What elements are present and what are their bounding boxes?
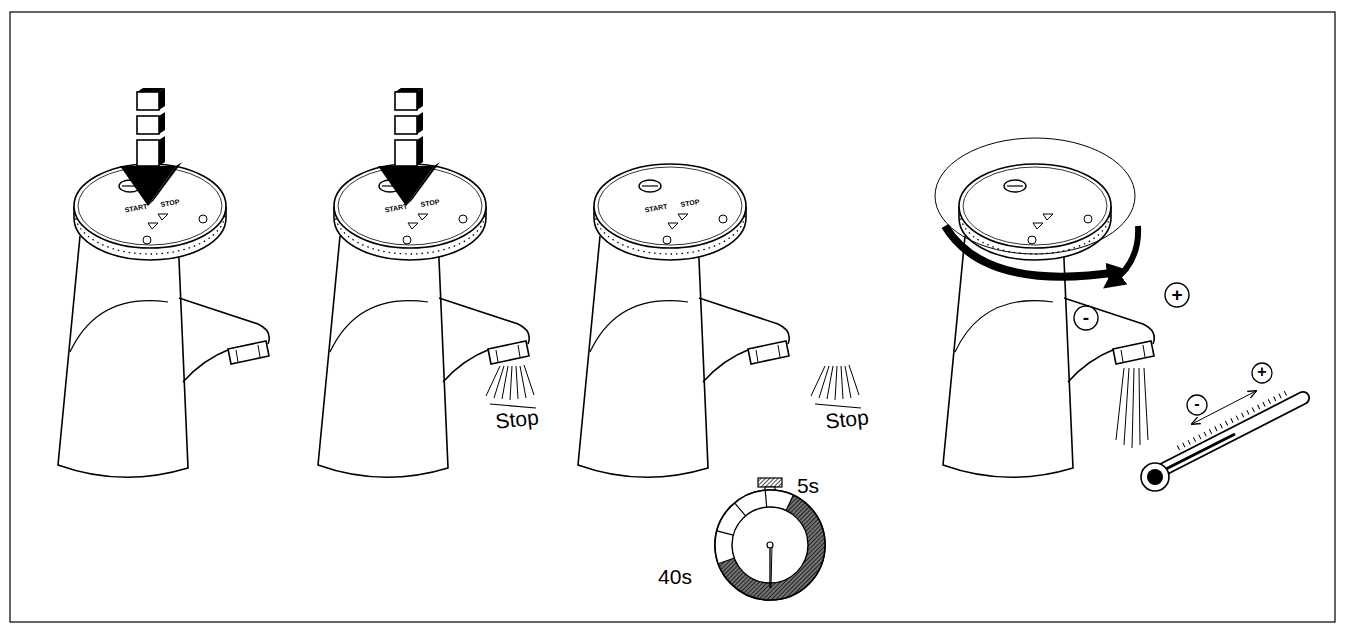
cap-marking: STOP bbox=[420, 198, 440, 208]
sign-label: - bbox=[1194, 396, 1199, 412]
cap-marking: START bbox=[644, 203, 668, 214]
thermometer bbox=[1141, 391, 1303, 491]
tap-panel-1 bbox=[58, 164, 269, 477]
time-label: 40s bbox=[658, 566, 692, 587]
minus-circle bbox=[1074, 306, 1098, 330]
rotation-arrow bbox=[945, 226, 1118, 277]
stopwatch bbox=[715, 478, 825, 600]
minus-circle bbox=[1187, 395, 1207, 415]
cap-marking: STOP bbox=[680, 198, 700, 208]
rotation-arrow bbox=[1112, 226, 1138, 282]
water-stream bbox=[1116, 368, 1148, 448]
sign-label: + bbox=[1257, 364, 1266, 380]
press-arrow bbox=[120, 88, 182, 206]
frame bbox=[10, 12, 1335, 622]
sign-label: - bbox=[1083, 308, 1089, 327]
cap-marking: STOP bbox=[160, 198, 180, 208]
press-arrow bbox=[378, 88, 440, 206]
plus-circle bbox=[1165, 283, 1189, 307]
water-spray bbox=[486, 365, 536, 408]
tap-panel-4 bbox=[943, 164, 1154, 477]
state-label: Stop bbox=[824, 406, 869, 431]
tap-panel-3 bbox=[578, 164, 789, 477]
time-label: 5s bbox=[797, 475, 819, 496]
cap-marking: START bbox=[384, 203, 408, 214]
sign-label: + bbox=[1171, 285, 1182, 304]
water-spray bbox=[811, 365, 861, 408]
state-label: Stop bbox=[494, 406, 539, 431]
plus-circle bbox=[1252, 363, 1272, 383]
cap-marking: START bbox=[124, 203, 148, 214]
rotation-path bbox=[935, 138, 1135, 254]
